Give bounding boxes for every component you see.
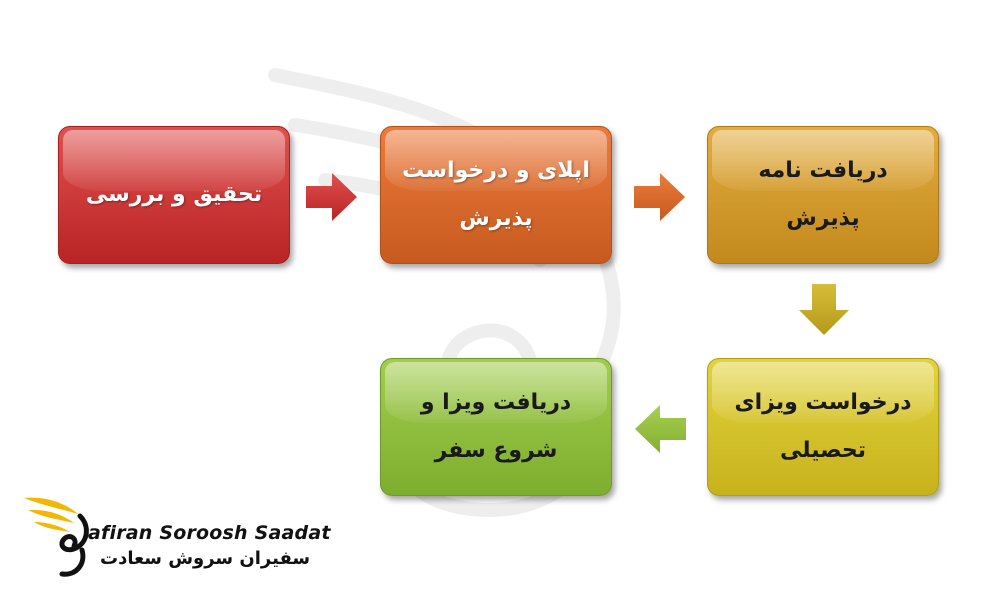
- step-admission-line-2: پذیرش: [786, 206, 860, 231]
- step-research-line-1: تحقیق و بررسی: [85, 182, 263, 207]
- step-apply-line-2: پذیرش: [459, 206, 533, 231]
- step-box-visa-travel: دریافت ویزا و شروع سفر: [380, 358, 612, 496]
- step-visa-travel-line-1: دریافت ویزا و: [420, 390, 572, 415]
- step-visa-request-line-2: تحصیلی: [779, 438, 866, 463]
- step-admission-line-1: دریافت نامه: [758, 158, 888, 183]
- logo-persian-name: سفیران سروش سعادت: [100, 548, 311, 569]
- step-visa-travel-line-2: شروع سفر: [434, 438, 558, 463]
- step-box-visa-request: درخواست ویزای تحصیلی: [707, 358, 939, 496]
- step-apply-line-1: اپلای و درخواست: [402, 158, 590, 183]
- step-box-research: تحقیق و بررسی: [58, 126, 290, 264]
- logo-english-name: afiran Soroosh Saadat: [88, 522, 331, 544]
- step-box-admission-letter: دریافت نامه پذیرش: [707, 126, 939, 264]
- arrow-right-icon: [306, 173, 357, 221]
- arrow-left-icon: [635, 405, 686, 453]
- step-visa-request-line-1: درخواست ویزای: [734, 390, 912, 415]
- swan-logo-icon: [24, 497, 89, 577]
- company-logo: afiran Soroosh Saadat سفیران سروش سعادت: [22, 492, 330, 582]
- step-box-apply: اپلای و درخواست پذیرش: [380, 126, 612, 264]
- arrow-down-icon: [799, 284, 849, 335]
- arrow-right-icon: [634, 173, 685, 221]
